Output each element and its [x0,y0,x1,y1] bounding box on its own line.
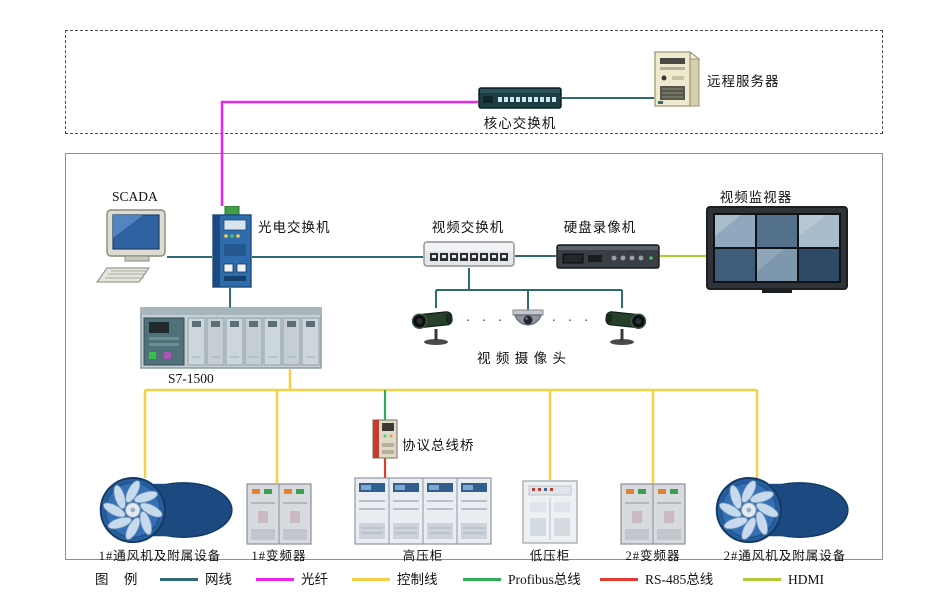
optical-switch-label: 光电交换机 [258,220,331,235]
lv-cabinet [522,480,578,544]
core-switch [478,86,562,110]
protocol-bridge-icon [372,419,398,459]
vfd-cabinet-icon [620,483,686,545]
optical-switch [212,205,252,290]
dvr [556,242,660,270]
fan-1-label: 1#通风机及附属设备 [98,549,222,563]
remote-server [652,50,702,108]
video-switch-icon [423,241,515,267]
lv-cabinet-label: 低压柜 [529,549,571,563]
video-switch-label: 视频交换机 [431,220,505,235]
fan-icon [715,477,849,544]
plc-label: S7-1500 [168,371,214,386]
fan-icon [99,477,233,544]
camera-1 [408,302,464,348]
legend-item-hdmi: HDMI [743,570,824,590]
plc-icon [140,307,322,369]
network-line-swatch [160,578,198,581]
legend-item-profibus: Profibus总线 [463,570,581,590]
hv-cabinet-label: 高压柜 [402,549,444,563]
protocol-bridge-label: 协议总线桥 [402,438,475,453]
vfd-2-label: 2#变频器 [625,549,681,563]
bullet-camera-icon [604,310,647,346]
video-monitor-icon [706,206,848,293]
remote-server-icon [653,50,701,107]
legend-title: 图 例 [95,572,144,587]
dvr-icon [556,244,660,269]
camera-ellipsis-right: · · · [551,314,593,329]
vfd-1 [246,483,312,545]
control-line-swatch [352,578,390,581]
video-monitor [706,206,848,294]
scada-workstation [95,206,171,286]
legend-label-profibus: Profibus总线 [508,572,581,587]
legend-item-rs485: RS-485总线 [600,570,713,590]
legend-label-control: 控制线 [397,572,438,587]
scada-label: SCADA [112,189,158,204]
camera-group-label: 视 频 摄 像 头 [477,351,567,366]
core-switch-label: 核心交换机 [483,116,557,131]
fiber-line-swatch [256,578,294,581]
legend-label-hdmi: HDMI [788,572,824,587]
rs485-line-swatch [600,578,638,581]
scada-computer-icon [95,209,166,283]
video-switch [423,240,515,268]
camera-2 [594,302,650,348]
plc-s7-1500 [140,307,322,369]
legend-label-rs485: RS-485总线 [645,572,714,587]
hdmi-line-swatch [743,578,781,581]
fan-1 [82,477,238,545]
legend-label-network: 网线 [205,572,232,587]
optical-switch-icon [212,205,252,288]
legend-item-network: 网线 [160,570,232,590]
remote-server-label: 远程服务器 [707,74,780,89]
core-switch-icon [478,87,562,109]
vfd-cabinet-icon [246,483,312,545]
legend-item-control: 控制线 [352,570,438,590]
dome-camera-icon [512,309,544,326]
vfd-1-label: 1#变频器 [251,549,307,563]
legend-label-fiber: 光纤 [301,572,328,587]
vfd-2 [620,483,686,545]
hv-cabinet [354,477,492,545]
bullet-camera-icon [411,310,454,346]
protocol-bridge [372,419,398,459]
fan-2-label: 2#通风机及附属设备 [723,549,847,563]
dvr-label: 硬盘录像机 [563,220,637,235]
fan-2 [698,477,854,545]
camera-ellipsis-left: · · · [465,314,507,329]
hv-cabinet-icon [354,477,492,545]
lv-cabinet-icon [522,480,578,544]
dome-camera [510,308,546,338]
monitor-label: 视频监视器 [719,190,793,205]
legend: 图 例 网线 光纤 控制线 Profibus总线 RS-485总线 HDMI [0,570,939,592]
profibus-line-swatch [463,578,501,581]
legend-item-fiber: 光纤 [256,570,328,590]
